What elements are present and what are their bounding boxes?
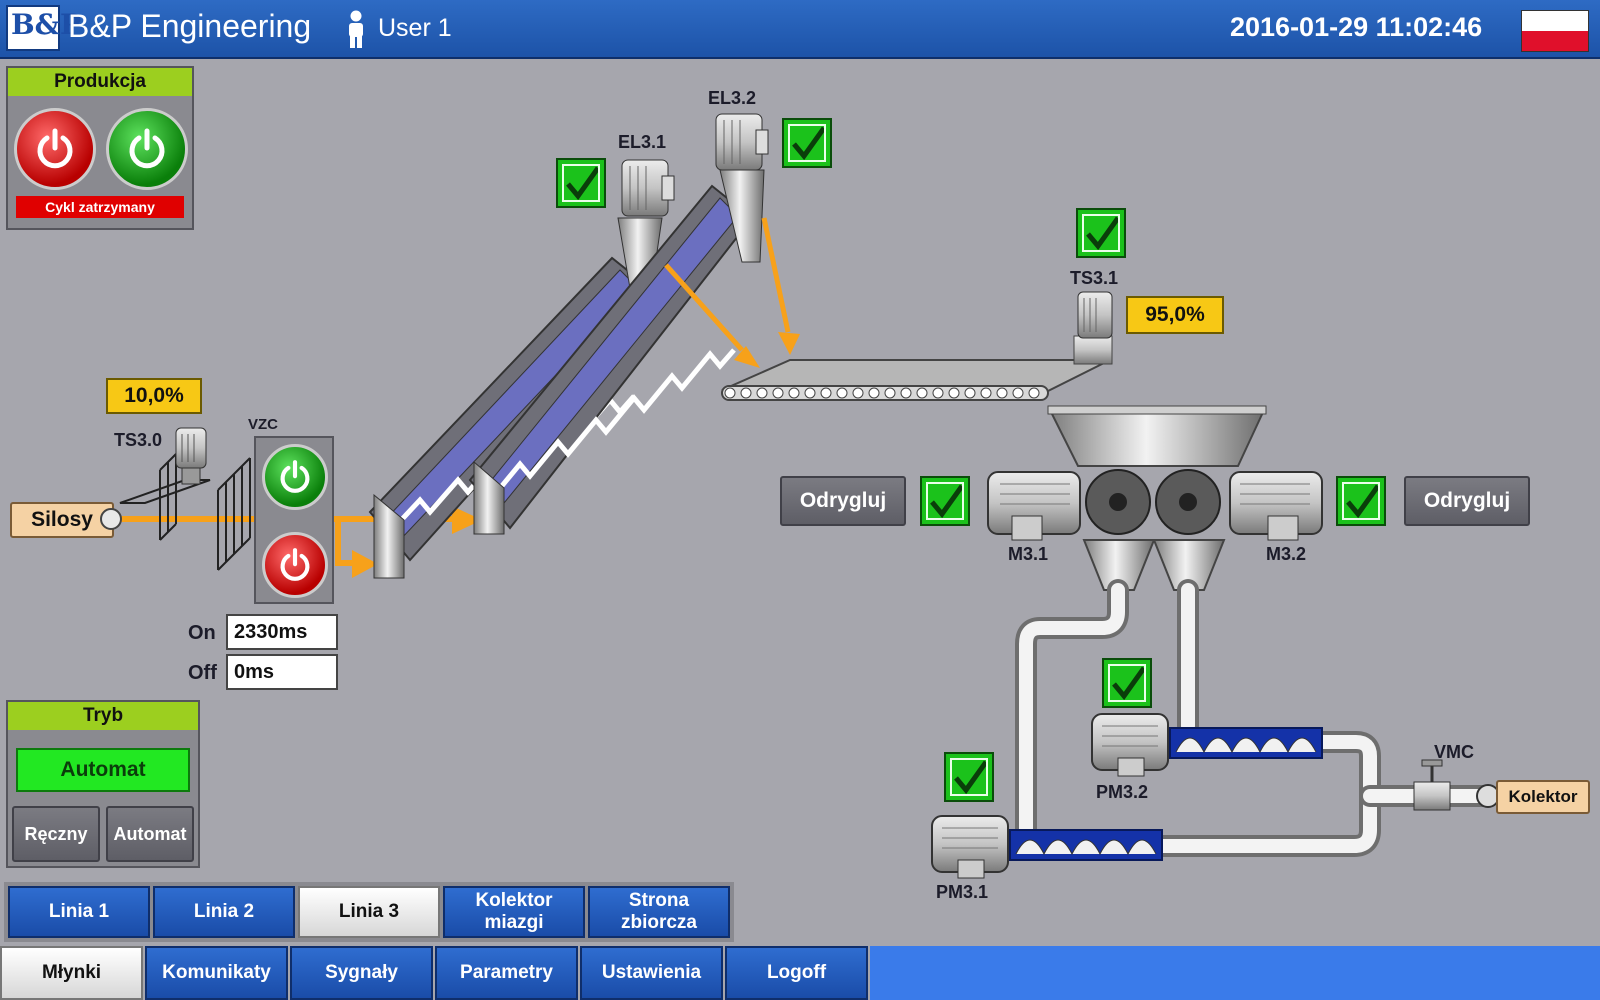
m31-motor	[987, 471, 1081, 541]
elevator-el32	[468, 169, 765, 535]
pm32-label: PM3.2	[1096, 782, 1149, 802]
checkmark-icon	[954, 760, 988, 795]
production-panel-title: Produkcja	[8, 68, 192, 96]
m32-label: M3.2	[1266, 544, 1307, 564]
pm31-label: PM3.1	[936, 882, 989, 902]
nav-komunikaty[interactable]: Komunikaty	[145, 946, 288, 1000]
ts30-screen	[119, 453, 251, 571]
nav-bar-filler	[870, 946, 1600, 1000]
ts31-label: TS3.1	[1070, 268, 1119, 288]
checkmark-icon	[930, 484, 964, 519]
silosy-connector	[100, 508, 122, 530]
production-start-button[interactable]	[106, 108, 188, 190]
nav-mlynki[interactable]: Młynki	[0, 946, 143, 1000]
vzc-label: VZC	[248, 416, 278, 433]
el32-label: EL3.2	[708, 88, 757, 108]
el31-status-check[interactable]	[556, 158, 606, 208]
ts30-speed-value[interactable]: 10,0%	[106, 378, 202, 414]
auto-mode-button[interactable]: Automat	[106, 806, 194, 862]
tab-linia-3[interactable]: Linia 3	[298, 886, 440, 938]
pm31-screw	[1009, 829, 1163, 861]
checkmark-icon	[566, 166, 600, 201]
app-title: B&P Engineering	[68, 8, 312, 44]
power-icon	[37, 128, 73, 169]
m32-motor	[1229, 471, 1323, 541]
belt-conveyor	[721, 335, 1113, 401]
flow-arrow	[452, 506, 482, 534]
crusher-outlets	[1082, 539, 1226, 591]
ts30-label: TS3.0	[114, 430, 163, 450]
pm31-status-check[interactable]	[944, 752, 994, 802]
manual-mode-button[interactable]: Ręczny	[12, 806, 100, 862]
nav-parametry[interactable]: Parametry	[435, 946, 578, 1000]
checkmark-icon	[792, 126, 826, 161]
checkmark-icon	[1112, 666, 1146, 701]
off-time-label: Off	[188, 662, 217, 684]
power-icon	[280, 548, 310, 581]
company-logo: B&P	[6, 5, 81, 51]
nav-sygnaly[interactable]: Sygnały	[290, 946, 433, 1000]
ts31-motor	[1077, 291, 1113, 339]
tab-kolektor-miazgi[interactable]: Kolektor miazgi	[443, 886, 585, 938]
pipework	[1015, 579, 1495, 857]
m31-label: M3.1	[1008, 544, 1049, 564]
on-time-input[interactable]: 2330ms	[226, 614, 338, 650]
logo-letters: B&P	[11, 8, 81, 41]
production-stop-button[interactable]	[14, 108, 96, 190]
el31-motor	[621, 159, 675, 217]
nav-logoff[interactable]: Logoff	[725, 946, 868, 1000]
checkmark-icon	[1346, 484, 1380, 519]
checkmark-icon	[1086, 216, 1120, 251]
tab-strona-zbiorcza[interactable]: Strona zbiorcza	[588, 886, 730, 938]
kolektor-destination[interactable]: Kolektor	[1496, 780, 1590, 814]
production-panel: Produkcja Cykl zatrzymany	[6, 66, 194, 230]
pm32-screw	[1169, 727, 1323, 759]
current-mode-indicator: Automat	[16, 748, 190, 792]
power-icon	[129, 128, 165, 169]
pm32-motor	[1091, 713, 1169, 777]
top-bar	[0, 0, 1600, 59]
pm31-motor	[931, 815, 1009, 879]
mode-panel-title: Tryb	[8, 702, 198, 730]
vzc-stop-button[interactable]	[262, 532, 328, 598]
crusher-hopper	[1047, 405, 1267, 467]
odrygluj-right-button[interactable]: Odrygluj	[1404, 476, 1530, 526]
flow-arrow	[352, 550, 378, 578]
vmc-label: VMC	[1434, 742, 1474, 762]
pm32-status-check[interactable]	[1102, 658, 1152, 708]
el32-status-check[interactable]	[782, 118, 832, 168]
vmc-valve	[1413, 759, 1500, 811]
datetime-display: 2016-01-29 11:02:46	[1230, 12, 1483, 42]
m32-status-check[interactable]	[1336, 476, 1386, 526]
crusher-gears	[1085, 469, 1221, 535]
el31-label: EL3.1	[618, 132, 667, 152]
nav-ustawienia[interactable]: Ustawienia	[580, 946, 723, 1000]
ts30-motor	[175, 427, 207, 485]
tab-linia-1[interactable]: Linia 1	[8, 886, 150, 938]
tab-linia-2[interactable]: Linia 2	[153, 886, 295, 938]
power-icon	[280, 460, 310, 493]
material-flow-top	[664, 217, 791, 352]
vzc-panel	[254, 436, 334, 604]
elevator-el31	[368, 217, 663, 579]
user-name[interactable]: User 1	[378, 14, 452, 42]
off-time-input[interactable]: 0ms	[226, 654, 338, 690]
user-icon	[344, 10, 368, 52]
silosy-source[interactable]: Silosy	[10, 502, 114, 538]
ts31-status-check[interactable]	[1076, 208, 1126, 258]
m31-status-check[interactable]	[920, 476, 970, 526]
odrygluj-left-button[interactable]: Odrygluj	[780, 476, 906, 526]
on-time-label: On	[188, 622, 216, 644]
cycle-status-badge: Cykl zatrzymany	[16, 196, 184, 218]
el32-motor	[715, 113, 769, 171]
language-flag-icon[interactable]	[1521, 10, 1589, 52]
ts31-speed-value[interactable]: 95,0%	[1126, 296, 1224, 334]
vzc-start-button[interactable]	[262, 444, 328, 510]
mode-panel: Tryb Automat Ręczny Automat	[6, 700, 200, 868]
